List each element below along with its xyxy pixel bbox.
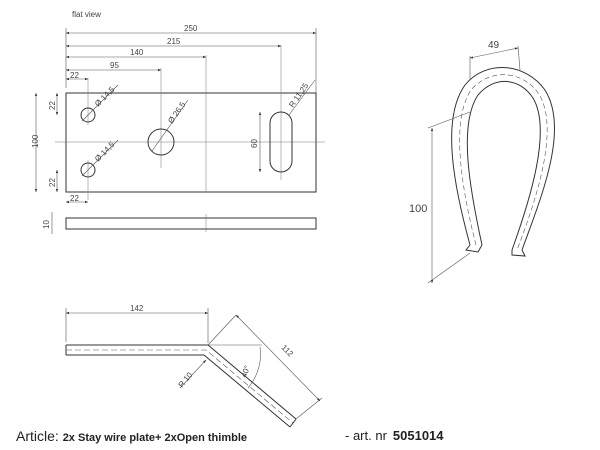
small-hole-top: [80, 107, 96, 123]
flat-view-title: flat view: [72, 10, 101, 19]
open-thimble: 49 100: [409, 40, 556, 284]
dimension-label: 49: [488, 40, 500, 51]
dimension-label: 10: [42, 220, 51, 229]
dimension-label: 215: [167, 37, 181, 46]
dimension-label: 100: [31, 134, 40, 148]
flat-plate: [55, 28, 325, 200]
small-hole-bottom: [80, 162, 96, 178]
artnr-value: 5051014: [392, 428, 444, 443]
dimension-label: 22: [70, 71, 79, 80]
dimension-label: 95: [110, 61, 119, 70]
dimension-label: 40°: [239, 364, 252, 378]
dimension-label: Ø 14,5: [93, 140, 117, 164]
large-hole: [147, 128, 175, 156]
article-label: Article:: [16, 428, 59, 444]
dimension-label: 100: [409, 203, 427, 215]
dimension-label: 22: [48, 101, 57, 110]
article-text: 2x Stay wire plate+ 2xOpen thimble: [62, 432, 248, 444]
artnr-label: - art. nr: [345, 428, 387, 443]
dimension-label: 112: [280, 343, 296, 359]
dimension-label: R 11,25: [287, 81, 310, 109]
dimension-label: 60: [250, 139, 259, 148]
side-view: 10: [42, 212, 317, 234]
dimension-label: R 10: [177, 370, 195, 389]
article-caption: Article: 2x Stay wire plate+ 2xOpen thim…: [16, 428, 247, 444]
slot: [269, 111, 293, 173]
flat-dimensions: 250 215 140 95 22 22 22 22 100 Ø 14,5 Ø …: [31, 24, 316, 204]
bent-view: 142 112 40° R 10: [65, 304, 323, 428]
dimension-label: 22: [48, 178, 57, 187]
dimension-label: 140: [130, 48, 144, 57]
dimension-label: 22: [70, 194, 79, 203]
dimension-label: Ø 26,5: [166, 100, 187, 125]
article-number: - art. nr 5051014: [345, 428, 444, 443]
dimension-label: 250: [184, 24, 198, 33]
dimension-label: 142: [130, 304, 144, 313]
dimension-label: Ø 14,5: [93, 85, 117, 109]
